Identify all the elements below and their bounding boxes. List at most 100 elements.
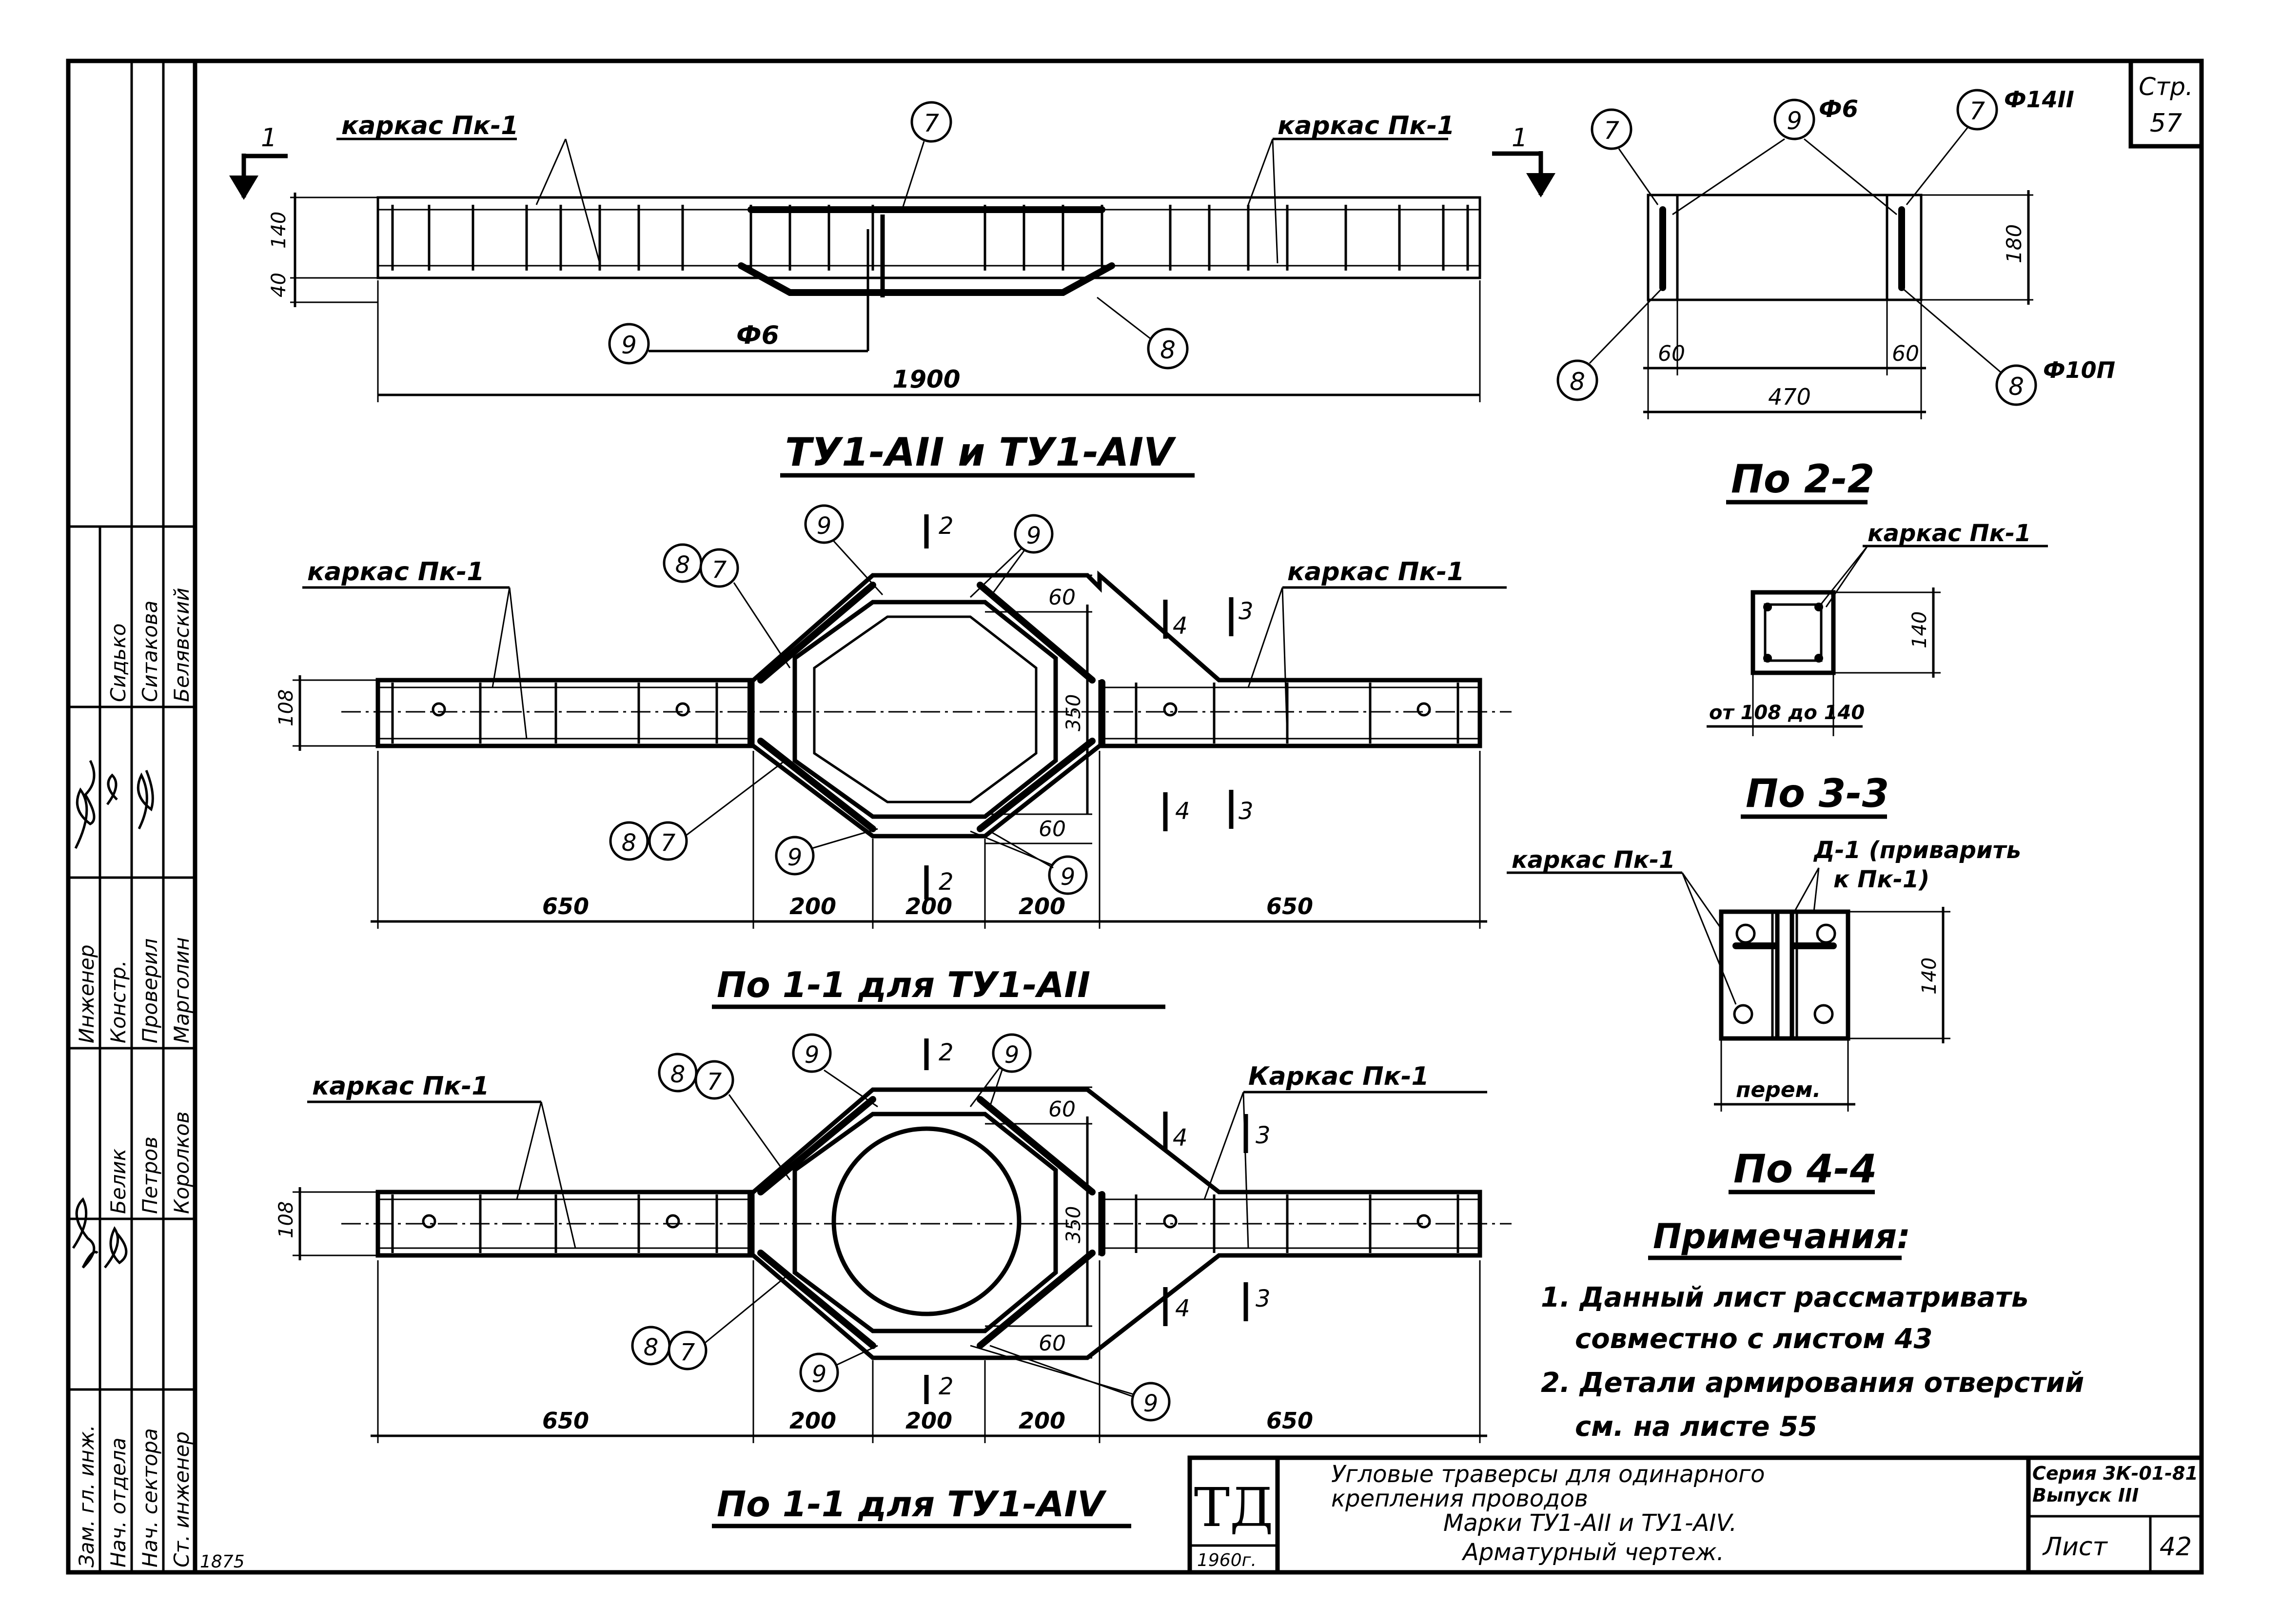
stamp-role-5: Инженер: [75, 944, 98, 1043]
dim-60-left: 60: [1658, 341, 1685, 366]
dim-200-b: 200: [905, 893, 952, 920]
dim-140: 140: [1908, 611, 1931, 648]
stamp-name-5: Сидько: [106, 624, 130, 702]
frame-label-right: каркас Пк-1: [1287, 557, 1465, 587]
year: 1960г.: [1197, 1550, 1257, 1570]
dim-60-top: 60: [1048, 585, 1076, 610]
frame-label: каркас Пк-1: [1868, 520, 2031, 547]
section-mark-4: 4: [1175, 798, 1190, 825]
callout-9: 9: [1787, 107, 1802, 135]
callout-9: 9: [787, 844, 803, 871]
callout-8: 8: [670, 1061, 686, 1088]
dim-40: 40: [268, 273, 290, 297]
signature-2: [104, 1226, 128, 1269]
section-2-2-title: По 2-2: [1731, 456, 1874, 502]
page-label: Стр.: [2139, 73, 2193, 101]
callout-8: 8: [1570, 368, 1585, 396]
note-2: 2. Детали армирования отверстий: [1541, 1367, 2084, 1399]
insert-label-2: к Пк-1): [1833, 866, 1929, 893]
org-logo: ТД: [1194, 1476, 1274, 1539]
dim-200-c: 200: [1019, 1408, 1065, 1434]
dim-650-left: 650: [542, 893, 589, 920]
callout-7: 7: [712, 556, 727, 584]
callout-8: 8: [675, 551, 690, 579]
stamp-role-3: Нач. сектора: [138, 1428, 162, 1567]
title-line-4: Арматурный чертеж.: [1461, 1539, 1724, 1566]
dim-60-top: 60: [1048, 1097, 1076, 1122]
section-mark-label: 1: [261, 123, 277, 153]
section-mark-3: 3: [1256, 1122, 1271, 1149]
title-block: ТД 1960г. Угловые траверсы для одинарног…: [1187, 1455, 2204, 1575]
stirrups: [391, 205, 1469, 271]
page-number: 57: [2150, 109, 2182, 138]
stamp-role-2: Нач. отдела: [106, 1438, 130, 1567]
signature-4: [106, 773, 118, 805]
section-4-4-title: По 4-4: [1733, 1146, 1877, 1192]
series: Серия 3К-01-81: [2032, 1463, 2198, 1484]
signature-5: [137, 770, 154, 830]
note-2-cont: см. на листе 55: [1575, 1411, 1817, 1443]
stamp-name-2: Петров: [138, 1136, 162, 1214]
section-mark-label: 1: [1512, 123, 1528, 153]
section-mark-2: 2: [939, 1039, 954, 1066]
callout-7: 7: [707, 1068, 722, 1096]
page-number-box: Стр. 57: [2128, 59, 2204, 149]
stamp-role-1: Зам. гл. инж.: [75, 1425, 98, 1567]
approval-stamp: Зам. гл. инж. Нач. отдела Нач. сектора С…: [72, 587, 194, 1567]
sheet-frame: [66, 59, 2204, 1575]
elevation-view: 1 1 каркас Пк-1 каркас Пк-1 7 9 Ф6 8: [229, 101, 1555, 402]
callout-7: 7: [1969, 97, 1985, 125]
insert-label-1: Д-1 (приварить: [1813, 837, 2021, 864]
dim-60-bottom: 60: [1039, 817, 1066, 841]
sheet-number: 42: [2160, 1532, 2192, 1562]
section-mark-2: 2: [939, 1373, 954, 1400]
dim-350: 350: [1062, 1206, 1085, 1243]
stamp-name-4: Марголин: [170, 937, 194, 1043]
dim-650-left: 650: [542, 1408, 589, 1434]
phi-10: Ф10П: [2043, 357, 2115, 383]
dim-140: 140: [1918, 958, 1941, 995]
corner-mark: 1875: [200, 1552, 245, 1572]
stamp-name-1: Белик: [106, 1148, 130, 1214]
bar-diameter: Ф6: [736, 321, 779, 350]
section-mark-4: 4: [1173, 612, 1188, 640]
stamp-name-7: Белявский: [170, 587, 194, 702]
section-3-3-title: По 3-3: [1746, 771, 1889, 816]
section-mark-4: 4: [1173, 1124, 1188, 1152]
callout-8: 8: [2008, 372, 2024, 401]
note-1: 1. Данный лист рассматривать: [1541, 1282, 2028, 1313]
section-1-mark-left: 1: [229, 123, 288, 200]
dim-140: 140: [268, 212, 290, 249]
signature-1: [72, 1197, 98, 1269]
dim-60-bottom: 60: [1039, 1331, 1066, 1356]
dim-200-c: 200: [1019, 893, 1065, 920]
callout-8: 8: [1160, 336, 1176, 364]
section-2-2: 7 9 Ф6 7 Ф14II 8 8 Ф10П 180 60 60 470 По…: [1556, 86, 2115, 505]
stamp-role-6: Констр.: [106, 960, 130, 1043]
issue: Выпуск III: [2032, 1485, 2139, 1506]
phi-6: Ф6: [1819, 96, 1858, 123]
notes-title: Примечания:: [1653, 1216, 1910, 1256]
dim-650-right: 650: [1266, 1408, 1313, 1434]
dim-variable: перем.: [1736, 1077, 1821, 1102]
section-mark-2: 2: [939, 868, 954, 896]
callout-8: 8: [644, 1334, 659, 1361]
title-line-1: Угловые траверсы для одинарного: [1331, 1461, 1765, 1488]
section-4-4: каркас Пк-1 Д-1 (приварить к Пк-1) 140 п…: [1507, 837, 2021, 1194]
dim-range: от 108 до 140: [1709, 702, 1865, 724]
dim-650-right: 650: [1266, 893, 1313, 920]
section-1-mark-right: 1: [1492, 123, 1555, 197]
plan2-caption: По 1-1 для ТУ1-АIV: [717, 1484, 1107, 1525]
dim-200-a: 200: [789, 893, 836, 920]
stamp-role-7: Проверил: [138, 939, 162, 1043]
stamp-name-3: Королков: [170, 1111, 194, 1214]
frame-label-left: каркас Пк-1: [312, 1072, 490, 1101]
frame-label-right: Каркас Пк-1: [1248, 1062, 1429, 1091]
dim-108: 108: [275, 689, 297, 726]
sheet-label: Лист: [2042, 1532, 2108, 1562]
title-line-2: крепления проводов: [1331, 1485, 1588, 1512]
title-line-3: Марки ТУ1-АII и ТУ1-АIV.: [1443, 1509, 1737, 1537]
dim-350: 350: [1062, 694, 1085, 731]
section-mark-3: 3: [1256, 1285, 1271, 1312]
